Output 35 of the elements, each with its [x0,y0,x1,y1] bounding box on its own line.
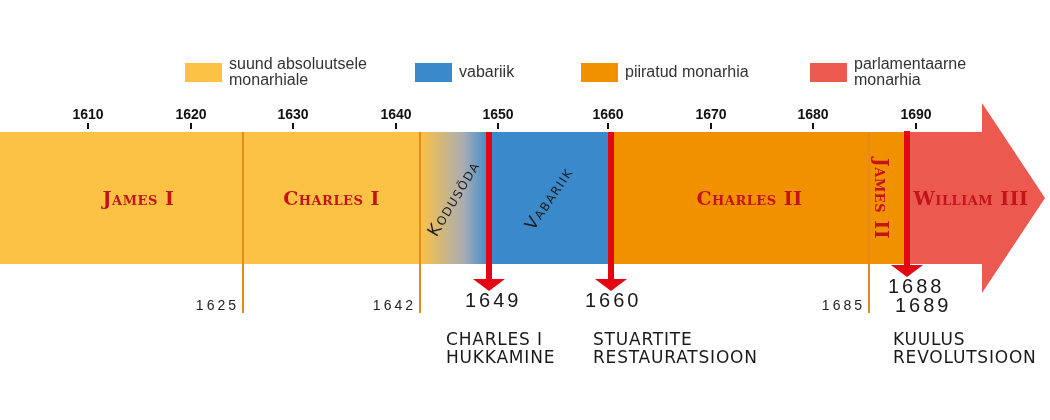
year-label: 1685 [821,297,865,313]
tick-label: 1620 [175,106,207,122]
year-label: 1642 [372,297,416,313]
segment-label: Charles I [283,187,380,209]
arrow [891,131,923,277]
tick-label: 1680 [797,106,829,122]
timeline-segment [490,132,608,264]
segment-label: William III [913,187,1029,209]
tick-label: 1630 [277,106,309,122]
year-label: 1625 [195,297,239,313]
timeline-segment [0,132,243,264]
tick-label: 1650 [482,106,514,122]
year-label: 1649 [465,291,522,310]
tick-label: 1670 [695,106,727,122]
year-label: 1660 [585,291,642,310]
event-label: STUARTITE RESTAURATSIOON [593,330,758,366]
arrow [473,132,505,291]
year-label: 1688 [888,277,945,296]
event-label: KUULUS REVOLUTSIOON [893,330,1037,366]
segment-label: Charles II [696,187,803,209]
legend-label: vabariik [459,64,515,80]
legend-label: piiratud monarhia [625,64,749,80]
timeline-segment [243,132,420,264]
legend-label: suund absoluutsele monarhiale [229,56,368,88]
year-label: 1689 [895,296,952,315]
arrow [595,132,627,291]
tick-label: 1610 [72,106,104,122]
segment-label: James I [102,187,175,209]
segment-label: James II [871,157,893,239]
timeline-segment [869,132,905,264]
tick-label: 1640 [380,106,412,122]
event-label: CHARLES I HUKKAMINE [446,330,556,366]
legend-label: parlamentaarne monarhia [854,56,968,88]
tick-label: 1690 [900,106,932,122]
tick-label: 1660 [592,106,624,122]
